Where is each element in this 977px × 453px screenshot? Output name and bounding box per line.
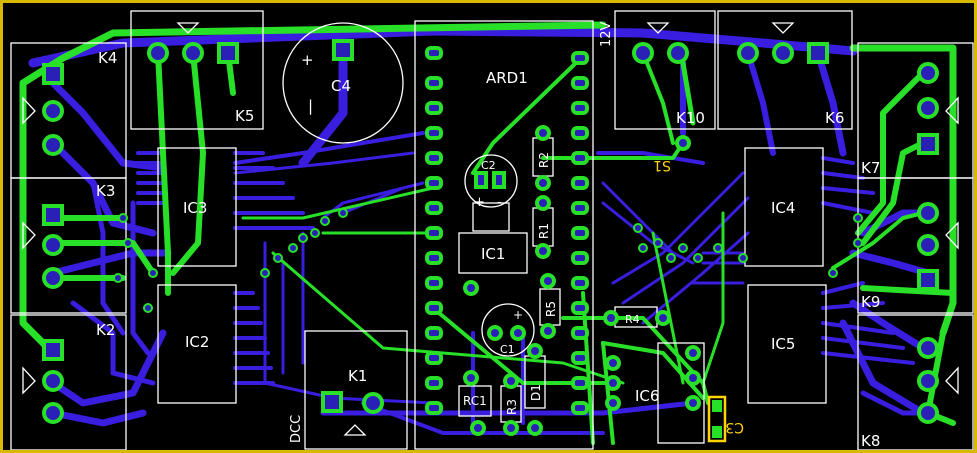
label-c3: C3 [725,419,744,435]
label-12v: 12V [599,21,614,47]
label-c2-plus: + [474,195,485,210]
label-r1: R1 [537,223,551,239]
label-k1: K1 [348,367,367,385]
label-c2-minus: - [497,195,502,210]
label-r5: R5 [544,301,558,317]
label-c4-bar: | [308,97,313,115]
label-s1: S1 [653,157,671,173]
label-r4: R4 [625,313,640,326]
label-ic2: IC2 [185,333,209,351]
label-k10: K10 [676,109,705,127]
label-c4: C4 [331,77,351,95]
pcb-layout: K4 K5 K3 K2 IC3 IC2 C4 + | ARD1 IC1 C2 +… [10,10,974,450]
top-copper-layer [19,21,957,445]
label-rc1: RC1 [463,394,487,408]
pads [42,39,939,436]
label-k7: K7 [861,159,880,177]
label-r3: R3 [505,399,519,415]
label-dcc: DCC [289,415,304,443]
label-k4: K4 [98,49,117,67]
label-r2: R2 [537,152,551,168]
c3-outline [707,395,727,443]
label-ard1: ARD1 [486,69,528,87]
label-k6: K6 [825,109,844,127]
label-c1: C1 [500,343,515,356]
label-d1: D1 [529,384,543,401]
label-ic5: IC5 [771,335,795,353]
label-k8: K8 [861,432,880,450]
component-labels: K4 K5 K3 K2 IC3 IC2 C4 + | ARD1 IC1 C2 +… [96,21,880,450]
label-c4-plus: + [301,51,314,69]
label-ic1: IC1 [481,245,505,263]
vias [113,208,863,313]
label-ic3: IC3 [183,199,207,217]
label-ic6: IC6 [635,387,659,405]
label-ic4: IC4 [771,199,795,217]
label-k9: K9 [861,293,880,311]
label-k2: K2 [96,321,115,339]
label-c2: C2 [481,159,496,172]
label-c1-plus: + [513,308,523,322]
label-k5: K5 [235,107,254,125]
label-k3: K3 [96,182,115,200]
